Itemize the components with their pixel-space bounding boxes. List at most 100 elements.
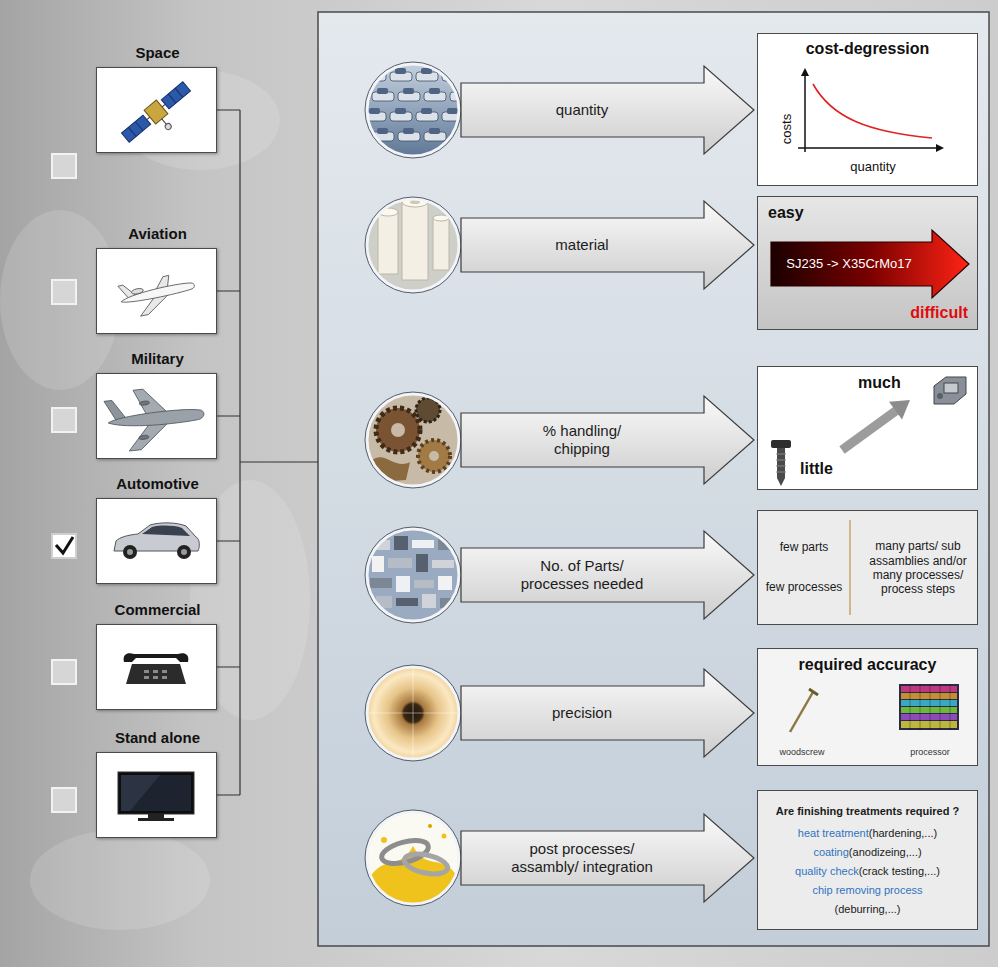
woodscrew-icon [790, 689, 818, 732]
category-box: Military [96, 373, 217, 459]
check-mark [56, 537, 73, 553]
trend-arrow [842, 400, 910, 450]
text-slot: required accuracy [758, 655, 977, 679]
result-box: few parts few processes many parts/ sub as… [757, 510, 978, 625]
text-row: heat treatment(hardening,...) [758, 823, 977, 841]
category-box: Commercial [96, 624, 217, 710]
target-photo [367, 667, 459, 759]
text-slot: Automotive [85, 475, 230, 496]
node-label: % handling/ chipping [526, 422, 638, 458]
arrow-shape [461, 531, 754, 619]
node-label: precision [552, 704, 612, 722]
processor-icon [899, 684, 959, 730]
bracket-line [217, 110, 318, 795]
phone-icon [124, 653, 189, 684]
node-label: Automotive [116, 475, 199, 493]
result-box: required accuracy woodscrew processor [757, 648, 978, 766]
text-slot: few processes [762, 577, 846, 595]
node-label: difficult [910, 303, 968, 322]
factor-arrow: material [460, 199, 756, 291]
checkbox-checked [52, 534, 76, 558]
node-label: required accuracy [799, 655, 937, 674]
node-label: Aviation [128, 225, 187, 243]
node-label: quantity [556, 101, 609, 119]
text-slot: many parts/ sub assamblies and/or many p… [866, 517, 970, 619]
jet-icon [118, 271, 198, 320]
text-slot: quantity [472, 83, 692, 137]
result-box: easy difficult SJ235 -> X35CrMo17 [757, 196, 978, 330]
text-slot: Commercial [85, 601, 230, 622]
node-label: many parts/ sub assamblies and/or many p… [866, 539, 970, 597]
node-label: easy [768, 203, 804, 222]
text-slot: SJ235 -> X35CrMo17 [774, 242, 924, 286]
node-label: much [858, 373, 901, 392]
factor-arrow: post processes/ assambly/ integration [460, 812, 756, 904]
text-slot: material [472, 218, 692, 272]
node-label: (anodizeing,...) [849, 846, 922, 858]
text-slot: easy [768, 203, 848, 225]
category-box: Stand alone [96, 752, 217, 838]
node-label: (deburring,...) [834, 903, 900, 915]
node-label: processor [910, 747, 950, 758]
text-slot: much [858, 373, 928, 395]
transport-plane-icon [103, 383, 207, 453]
node-label: woodscrew [779, 747, 824, 758]
complex-part-icon [934, 377, 966, 404]
arrow-shape [771, 230, 969, 298]
arrow-shape [461, 669, 754, 757]
parts-photo [367, 529, 459, 621]
node-label: Are finishing treatments required ? [776, 805, 959, 817]
cost-chart [798, 68, 944, 152]
node-label: quality check [795, 865, 859, 877]
result-box: much little [757, 366, 978, 490]
text-slot: little [800, 459, 860, 481]
node-label: costs [779, 114, 795, 144]
node-label: heat treatment [798, 827, 869, 839]
text-slot: precision [472, 686, 692, 740]
satellite-icon [120, 79, 201, 154]
text-slot: cost-degression [758, 39, 977, 63]
node-label: post processes/ assambly/ integration [502, 840, 662, 876]
factor-arrow: % handling/ chipping [460, 394, 756, 486]
text-slot: Aviation [85, 225, 230, 246]
tv-icon [118, 772, 194, 821]
car-icon [114, 523, 199, 559]
checkbox [52, 154, 76, 812]
photo-frame [365, 62, 461, 906]
text-row: coating(anodizeing,...) [758, 842, 977, 860]
node-label: Space [135, 44, 179, 62]
factor-arrow: No. of Parts/ processes needed [460, 529, 756, 621]
text-slot: % handling/ chipping [526, 413, 638, 467]
arrow-shape [461, 814, 754, 902]
node-label: Commercial [115, 601, 201, 619]
text-slot: Space [85, 44, 230, 65]
node-label: Stand alone [115, 729, 200, 747]
result-box: Are finishing treatments required ? heat … [757, 790, 978, 930]
text-row: quality check(crack testing,...) [758, 861, 977, 879]
factor-panel [318, 12, 989, 946]
result-box: cost-degression costs quantity [757, 33, 978, 186]
text-slot: No. of Parts/ processes needed [512, 548, 652, 602]
arrow-shape [461, 201, 754, 289]
text-slot: Military [85, 350, 230, 371]
node-label: cost-degression [806, 39, 930, 58]
text-slot: woodscrew [766, 741, 838, 761]
text-slot: processor [890, 741, 970, 761]
node-label: Military [131, 350, 184, 368]
rings-photo [367, 812, 459, 904]
node-label: few processes [766, 580, 843, 594]
node-label: (hardening,...) [869, 827, 937, 839]
arrow-shape [461, 66, 754, 154]
text-slot: few parts [762, 537, 846, 555]
divider-line [849, 520, 851, 615]
node-label: few parts [780, 540, 829, 554]
text-slot: quantity [818, 157, 928, 177]
text-slot: Stand alone [85, 729, 230, 750]
screw-icon [771, 440, 791, 486]
text-row: (deburring,...) [758, 899, 977, 917]
node-label: (crack testing,...) [859, 865, 940, 877]
text-slot: costs [777, 99, 795, 159]
cars-photo [364, 64, 472, 156]
